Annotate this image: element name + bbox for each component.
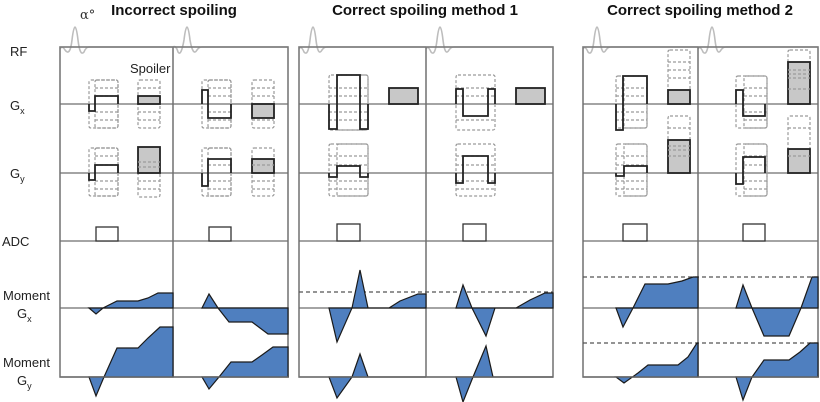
gy-spoiler-2 (251, 147, 275, 197)
moment-gx-curve-2 (455, 283, 554, 338)
gy-phase-waveform (88, 164, 119, 181)
row-label-moment-gx: Moment Gx (3, 288, 50, 324)
svg-text:Moment: Moment (3, 288, 50, 303)
gx-spoiler-1 (667, 49, 691, 105)
gx-readout-waveform (615, 75, 648, 131)
spoiler-gradient (251, 103, 275, 119)
panel-title-incorrect: Incorrect spoiling (111, 2, 237, 19)
adc-window-2 (208, 226, 232, 242)
moment-gy-curve-1 (88, 326, 174, 398)
svg-text:Gy: Gy (10, 166, 25, 184)
moment-gx-curve-1 (87, 292, 174, 315)
gx-readout-waveform (201, 89, 232, 119)
moment-gx-curve-1 (615, 276, 699, 329)
svg-text:Moment: Moment (3, 355, 50, 370)
moment-gy-curve-2 (455, 344, 553, 402)
gy-phase-table-2 (455, 143, 496, 197)
gy-spoiler-1 (667, 115, 691, 174)
panel-incorrect-spoiling (59, 26, 289, 398)
adc-window-1 (95, 226, 119, 242)
adc-window-1 (336, 223, 361, 242)
row-label-moment-gy: Moment Gy (3, 355, 50, 391)
gx-spoiler-2 (787, 49, 811, 105)
rf-pulse-2 (172, 26, 288, 54)
spoiler-gradient (667, 89, 691, 105)
rf-pulse-1 (582, 26, 698, 54)
gy-phase-waveform (455, 155, 496, 184)
gx-readout-waveform (735, 89, 766, 117)
spoiler-gradient (251, 158, 275, 174)
row-label-gx: Gx (10, 98, 25, 116)
row-label-adc: ADC (2, 234, 29, 249)
moment-gy-curve-2 (200, 346, 289, 391)
rf-pulse-1 (59, 26, 173, 54)
gy-phase-table-2 (735, 143, 768, 197)
adc-window-2 (462, 223, 487, 242)
rf-pulse-2 (697, 26, 818, 54)
gx-phase-table-2 (201, 79, 232, 129)
moment-gy-curve-1 (328, 352, 426, 400)
moment-gy-curve-2 (735, 342, 819, 402)
gx-phase-table-2 (735, 75, 768, 129)
gy-phase-table-1 (328, 143, 369, 197)
gx-spoiler-2 (515, 87, 546, 105)
flip-angle-label: α° (80, 8, 95, 23)
panel-method-2 (582, 26, 819, 402)
adc-window-1 (622, 223, 648, 242)
gy-phase-table-1 (615, 143, 648, 197)
svg-text:Gx: Gx (17, 306, 32, 324)
adc-window-2 (742, 223, 766, 242)
panel-title-method-1: Correct spoiling method 1 (332, 2, 518, 19)
svg-text:Gx: Gx (10, 98, 25, 116)
spoiler-gradient (137, 146, 161, 174)
gy-spoiler-2 (787, 115, 811, 174)
gy-phase-waveform (735, 156, 766, 185)
gx-spoiler-2 (251, 79, 275, 129)
rf-pulse-2 (425, 26, 553, 54)
gx-phase-table-1 (88, 79, 119, 129)
gy-phase-table-2 (201, 147, 232, 197)
moment-gx-curve-2 (201, 292, 289, 335)
gx-phase-table-1 (328, 74, 369, 131)
moment-gx-curve-2 (735, 276, 819, 337)
rf-pulse-1 (298, 26, 426, 54)
gy-phase-waveform (615, 165, 648, 177)
row-label-gy: Gy (10, 166, 25, 184)
gx-spoiler-1 (388, 87, 419, 105)
gx-phase-table-2 (455, 74, 496, 131)
gx-readout-waveform (88, 95, 119, 112)
gx-readout-waveform (328, 74, 369, 130)
gy-spoiler-1 (137, 146, 161, 198)
moment-gy-curve-1 (614, 342, 699, 384)
panel-title-method-2: Correct spoiling method 2 (607, 2, 793, 19)
gx-phase-table-1 (615, 75, 648, 131)
moment-gx-curve-1 (328, 269, 427, 344)
panel-method-1 (298, 26, 554, 402)
gx-readout-waveform (455, 88, 496, 117)
spoiler-gradient (787, 148, 811, 174)
gy-phase-waveform (201, 158, 232, 187)
gy-phase-waveform (328, 165, 369, 178)
svg-text:Gy: Gy (17, 373, 32, 391)
gx-spoiler-1 (137, 79, 161, 129)
spoiler-label: Spoiler (130, 61, 171, 76)
spoiler-gradient (137, 95, 161, 105)
spoiler-gradient (787, 61, 811, 105)
gy-phase-table-1 (88, 147, 119, 197)
row-label-rf: RF (10, 44, 27, 59)
